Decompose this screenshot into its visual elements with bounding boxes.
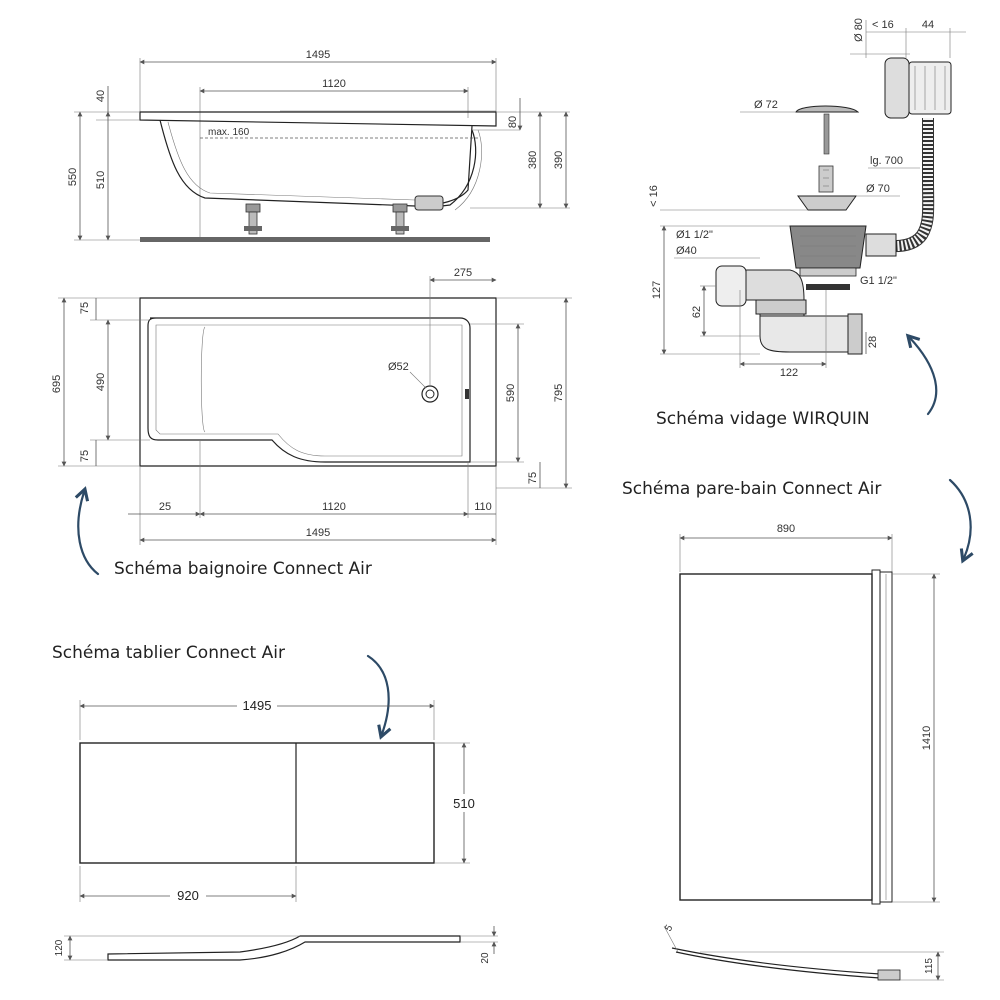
bath-top-view: Ø52 275 695 75 490 75 590 795 75: [51, 267, 572, 545]
vidage-d112: Ø1 1/2": [676, 229, 713, 241]
vidage-d40: Ø40: [676, 245, 697, 257]
bath-top-d695: 695: [51, 375, 63, 393]
bath-top-d110: 110: [474, 501, 492, 513]
bath-d80: 80: [507, 116, 519, 128]
pare-bain-d5: 5: [663, 923, 676, 934]
vidage-d28: 28: [867, 336, 879, 348]
vidage-d44: 44: [922, 19, 934, 31]
vidage-d122: 122: [780, 367, 798, 379]
caption-baignoire: Schéma baignoire Connect Air: [114, 559, 372, 579]
vidage-d70: Ø 70: [866, 183, 890, 195]
pare-bain-d115: 115: [924, 958, 935, 974]
bath-top-d75b: 75: [79, 450, 91, 462]
vidage-d127: 127: [651, 281, 663, 299]
tablier-d120: 120: [54, 939, 65, 956]
vidage-lt16-top: < 16: [872, 19, 894, 31]
bath-side-inner-length: 1120: [322, 78, 346, 90]
curved-arrow-icon: [366, 654, 389, 734]
curved-arrow-icon: [948, 478, 971, 558]
bath-rim: 40: [95, 90, 107, 102]
pare-bain-width: 890: [777, 523, 795, 535]
bath-top-d1495: 1495: [306, 527, 330, 539]
bath-top-d1120: 1120: [322, 501, 346, 513]
bath-max-label: max. 160: [208, 127, 250, 138]
bath-side-view: 1495 1120 max. 160 550 510: [67, 49, 570, 242]
tablier-length: 1495: [243, 698, 272, 713]
vidage-diagram: < 16 44 Ø 80 Ø 72 lg. 700 Ø 70 < 16: [648, 18, 966, 379]
vidage-lt16-left: < 16: [648, 185, 660, 207]
bath-top-d795: 795: [553, 384, 565, 402]
vidage-d72: Ø 72: [754, 99, 778, 111]
tablier-height: 510: [453, 796, 475, 811]
tablier-d20: 20: [480, 952, 491, 964]
bath-d390: 390: [553, 151, 565, 169]
caption-pare-bain: Schéma pare-bain Connect Air: [622, 479, 881, 499]
bath-top-d490: 490: [95, 373, 107, 391]
vidage-g112: G1 1/2": [860, 275, 897, 287]
pare-bain-diagram: 890 1410 5 115: [663, 523, 944, 981]
vidage-d80: Ø 80: [853, 18, 865, 42]
bath-height: 550: [67, 168, 79, 186]
bath-top-d75c: 75: [527, 472, 539, 484]
bath-top-d25: 25: [159, 501, 171, 513]
caption-tablier: Schéma tablier Connect Air: [52, 643, 285, 663]
tablier-panel: 920: [177, 888, 199, 903]
bath-depth: 510: [95, 171, 107, 189]
tablier-diagram: 1495 510 920 120 20: [54, 697, 498, 964]
vidage-d62: 62: [691, 306, 703, 318]
bath-top-d590: 590: [505, 384, 517, 402]
vidage-lg700: lg. 700: [870, 155, 903, 167]
curved-arrow-icon: [910, 338, 938, 416]
caption-vidage: Schéma vidage WIRQUIN: [656, 409, 870, 429]
bath-drain-label: Ø52: [388, 361, 409, 373]
bath-d380: 380: [527, 151, 539, 169]
bath-side-length: 1495: [306, 49, 330, 61]
curved-arrow-icon: [78, 492, 100, 576]
pare-bain-height: 1410: [921, 726, 933, 750]
bath-top-d75a: 75: [79, 302, 91, 314]
bath-top-d275: 275: [454, 267, 472, 279]
